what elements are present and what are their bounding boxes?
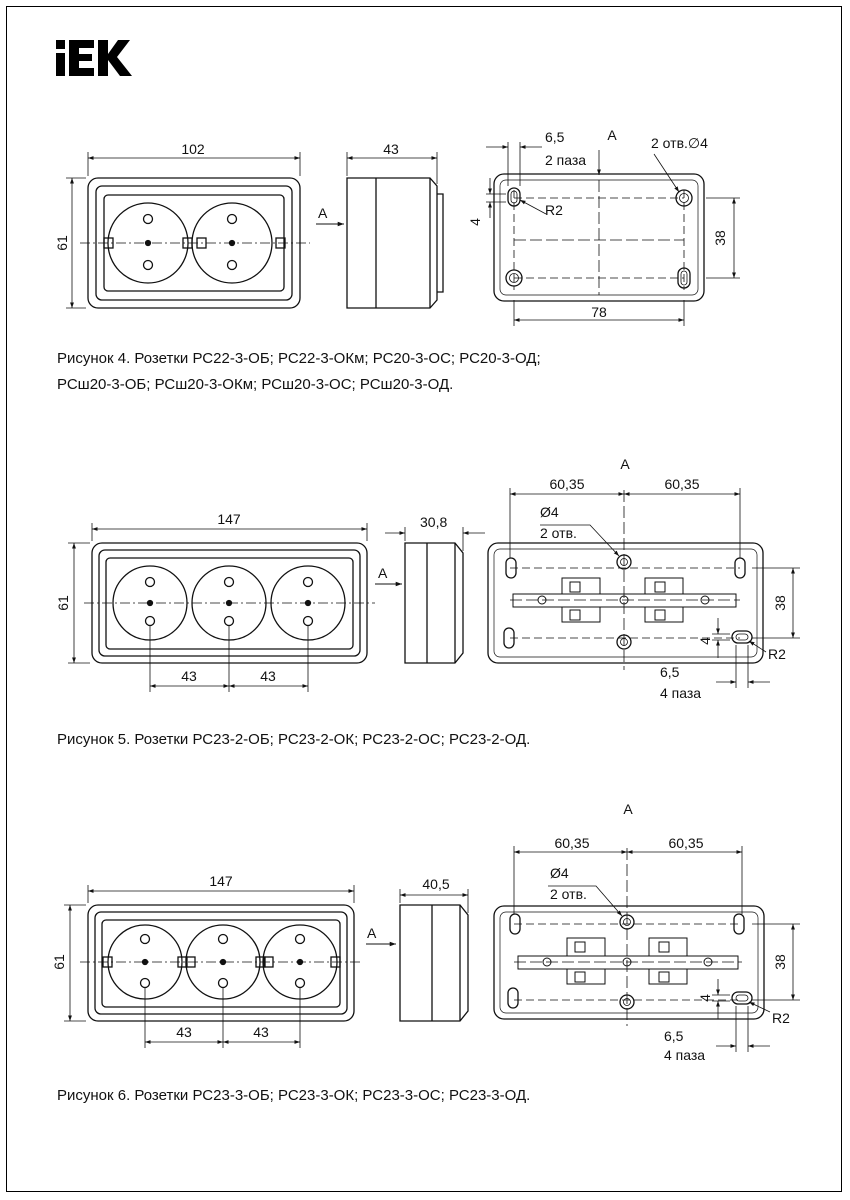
fig4-drawing bbox=[66, 142, 740, 326]
caption-line: Рисунок 4. Розетки РС22-3-ОБ; РС22-3-ОКм… bbox=[57, 350, 541, 367]
fig4-offset: 4 bbox=[467, 218, 483, 226]
fig4-back-view bbox=[486, 142, 740, 326]
fig5-front-view bbox=[68, 523, 375, 692]
fig5-terminal-block bbox=[512, 577, 737, 623]
fig4-front-height: 61 bbox=[54, 235, 70, 251]
fig4-side-view-letter: А bbox=[318, 205, 328, 221]
fig4-back-view-letter: А bbox=[607, 127, 617, 143]
fig6-labels: 147 61 43 43 40,5 А А 60,35 60,35 Ø4 2 о… bbox=[51, 801, 790, 1063]
fig5-radius: R2 bbox=[768, 646, 786, 662]
fig5-offset: 4 bbox=[697, 637, 713, 645]
page-frame bbox=[6, 6, 842, 1192]
fig6-terminal-block bbox=[517, 937, 739, 985]
fig6-side-depth: 40,5 bbox=[422, 876, 449, 892]
fig6-holes: 2 отв. bbox=[550, 886, 587, 902]
caption-line: РСш20-3-ОБ; РСш20-3-ОКм; РСш20-3-ОС; РСш… bbox=[57, 376, 454, 393]
fig6-front-height: 61 bbox=[51, 954, 67, 970]
fig6-radius: R2 bbox=[772, 1010, 790, 1026]
fig4-labels: 102 61 43 А А 6,5 2 паза 2 отв.∅4 R2 4 3… bbox=[54, 127, 728, 320]
fig4-side-view bbox=[316, 152, 444, 309]
fig5-side-view bbox=[375, 527, 485, 664]
fig6-front-view bbox=[64, 885, 362, 1048]
fig4-height: 38 bbox=[712, 230, 728, 246]
fig5-labels: 147 61 43 43 30,8 А А 60,35 60,35 Ø4 2 о… bbox=[55, 456, 788, 701]
fig6-back-view-letter: А bbox=[623, 801, 633, 817]
fig5-front-height: 61 bbox=[55, 595, 71, 611]
fig4-caption: Рисунок 4. Розетки РС22-3-ОБ; РС22-3-ОКм… bbox=[57, 346, 541, 398]
fig4-radius: R2 bbox=[545, 202, 563, 218]
fig5-side-view-letter: А bbox=[378, 565, 388, 581]
fig6-hole-diameter: Ø4 bbox=[550, 865, 569, 881]
fig4-holes: 2 отв.∅4 bbox=[651, 135, 708, 151]
fig6-side-view-letter: А bbox=[367, 925, 377, 941]
fig6-side-view bbox=[366, 889, 469, 1022]
fig6-back-view bbox=[493, 846, 800, 1052]
fig6-caption: Рисунок 6. Розетки РС23-3-ОБ; РС23-3-ОК;… bbox=[57, 1083, 530, 1109]
fig4-side-depth: 43 bbox=[383, 141, 399, 157]
fig5-hole-diameter: Ø4 bbox=[540, 504, 559, 520]
fig5-front-width: 147 bbox=[217, 511, 241, 527]
iek-logo bbox=[56, 40, 132, 76]
fig5-slot-width: 6,5 bbox=[660, 664, 680, 680]
fig5-span-right: 60,35 bbox=[664, 476, 699, 492]
fig5-caption: Рисунок 5. Розетки РС23-2-ОБ; РС23-2-ОК;… bbox=[57, 727, 530, 753]
fig6-slot-width: 6,5 bbox=[664, 1028, 684, 1044]
fig4-front-width: 102 bbox=[181, 141, 205, 157]
fig5-back-view-letter: А bbox=[620, 456, 630, 472]
fig6-offset: 4 bbox=[697, 994, 713, 1002]
fig4-slot-width: 6,5 bbox=[545, 129, 565, 145]
fig5-pitch-1: 43 bbox=[181, 668, 197, 684]
fig6-slots: 4 паза bbox=[664, 1047, 705, 1063]
fig5-side-depth: 30,8 bbox=[420, 514, 447, 530]
caption-line: Рисунок 5. Розетки РС23-2-ОБ; РС23-2-ОК;… bbox=[57, 731, 531, 748]
fig4-front-view bbox=[66, 152, 310, 309]
fig5-pitch-2: 43 bbox=[260, 668, 276, 684]
fig6-span-left: 60,35 bbox=[554, 835, 589, 851]
fig6-span-right: 60,35 bbox=[668, 835, 703, 851]
fig6-pitch-2: 43 bbox=[253, 1024, 269, 1040]
caption-line: Рисунок 6. Розетки РС23-3-ОБ; РС23-3-ОК;… bbox=[57, 1087, 531, 1104]
fig6-pitch-1: 43 bbox=[176, 1024, 192, 1040]
fig5-height: 38 bbox=[772, 595, 788, 611]
fig5-span-left: 60,35 bbox=[549, 476, 584, 492]
fig6-drawing bbox=[64, 846, 800, 1052]
fig4-span: 78 bbox=[591, 304, 607, 320]
fig5-holes: 2 отв. bbox=[540, 525, 577, 541]
fig5-back-view bbox=[487, 488, 800, 688]
fig6-height: 38 bbox=[772, 954, 788, 970]
fig5-slots: 4 паза bbox=[660, 685, 701, 701]
fig6-front-width: 147 bbox=[209, 873, 233, 889]
fig5-drawing bbox=[68, 488, 800, 692]
fig4-slots: 2 паза bbox=[545, 152, 586, 168]
